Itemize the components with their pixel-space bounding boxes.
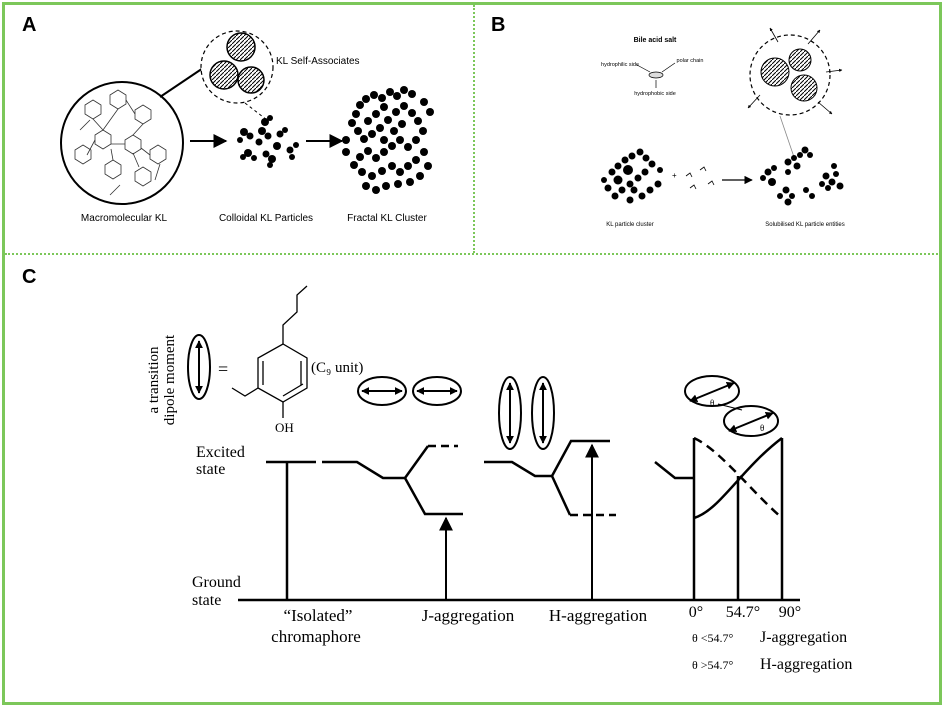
- tick-0-label: 0°: [689, 604, 703, 621]
- kl-self-associates-label: KL Self-Associates: [276, 56, 360, 67]
- panel-a-label: A: [22, 14, 37, 36]
- radiating-arrows: [747, 27, 843, 115]
- colloidal-kl-label: Colloidal KL Particles: [219, 213, 313, 224]
- hydrophilic-side-label: hydrophilic side: [601, 62, 639, 68]
- solubilised-entities: [760, 146, 844, 206]
- fractal-cluster: [342, 86, 434, 194]
- oh-label: OH: [275, 420, 294, 435]
- bile-acid-molecule: [636, 62, 676, 88]
- h-aggregation-label: H-aggregation: [549, 606, 648, 625]
- aggregate-blob: [226, 32, 256, 62]
- panel-divider-horizontal: [5, 253, 941, 255]
- dipole-moment-axis-label: a transition dipole moment: [146, 334, 178, 425]
- aggregate-blob: [237, 66, 265, 94]
- zoom-line: [779, 115, 796, 161]
- kl-particle-cluster-label: KL particle cluster: [606, 222, 653, 228]
- aggregate-blob: [209, 60, 239, 90]
- equals-sign: =: [218, 359, 228, 379]
- lignin-structure: [74, 89, 167, 196]
- hydrophobic-side-label: hydrophobic side: [634, 91, 676, 97]
- j-condition-label: J-aggregation: [760, 629, 847, 646]
- macromolecular-kl-label: Macromolecular KL: [81, 213, 168, 224]
- angle-dipoles: θ θ: [684, 375, 779, 437]
- excited-label: Excited: [196, 444, 245, 461]
- bile-salt-molecules: [685, 166, 715, 190]
- j-condition-theta: θ <54.7°: [692, 631, 734, 645]
- panel-a-diagram: KL Self-Associates: [60, 30, 434, 224]
- kl-particle-cluster: [601, 148, 663, 204]
- j-aggregation-label: J-aggregation: [422, 606, 515, 625]
- bile-acid-salt-label: Bile acid salt: [634, 37, 677, 44]
- aggregate-blob: [788, 48, 812, 72]
- fractal-kl-label: Fractal KL Cluster: [347, 213, 427, 224]
- h-condition-label: H-aggregation: [760, 656, 852, 673]
- svg-text:dipole moment: dipole moment: [162, 334, 178, 425]
- panel-divider-vertical: [473, 5, 475, 253]
- excited-state-label: state: [196, 461, 225, 478]
- tick-54-7-label: 54.7°: [726, 604, 760, 621]
- polar-chain-label: polar chain: [677, 58, 704, 64]
- colloidal-particles: [237, 115, 299, 168]
- ground-label: Ground: [192, 574, 241, 591]
- svg-text:a transition: a transition: [146, 346, 162, 414]
- c9-unit-structure: [231, 285, 308, 418]
- solubilised-label: Solubilised KL particle entities: [765, 222, 845, 228]
- isolated-label: “Isolated”: [284, 606, 353, 625]
- chromaphore-label: chromaphore: [271, 627, 361, 646]
- dashed-pointer: [244, 102, 268, 121]
- j-aggregation-dipoles: [357, 376, 462, 406]
- h-condition-theta: θ >54.7°: [692, 658, 734, 672]
- h-aggregation-levels: [484, 439, 616, 517]
- h-aggregation-dipoles: [498, 376, 555, 450]
- panel-b-diagram: Bile acid salt hydrophilic side polar ch…: [601, 27, 845, 228]
- tick-90-label: 90°: [779, 604, 801, 621]
- macromolecular-kl-circle: [60, 81, 184, 205]
- aggregate-blob: [790, 74, 818, 102]
- aggregate-blob: [760, 57, 790, 87]
- svg-text:θ: θ: [710, 398, 714, 408]
- svg-text:θ: θ: [760, 423, 764, 433]
- panel-c-label: C: [22, 266, 37, 288]
- panel-c-diagram: a transition dipole moment = (C₉ unit) O…: [146, 285, 852, 673]
- panel-b-label: B: [491, 14, 506, 36]
- plus-sign: +: [672, 171, 677, 180]
- c9-unit-label: (C₉ unit): [311, 360, 363, 376]
- ground-state-label: state: [192, 592, 221, 609]
- angle-plot: [654, 436, 784, 600]
- j-aggregation-levels: [322, 444, 463, 516]
- isolated-chromophore-levels: [266, 460, 316, 600]
